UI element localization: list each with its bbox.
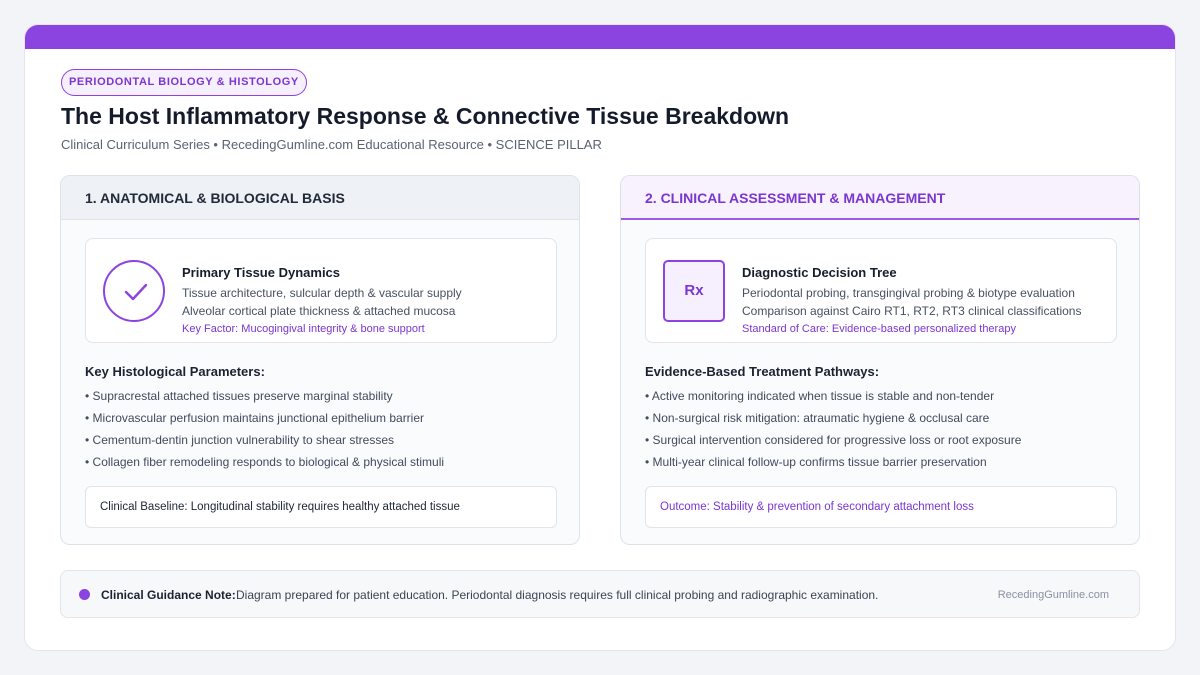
note-label: Clinical Guidance Note: [101,588,236,602]
card-line: Alveolar cortical plate thickness & atta… [182,304,456,318]
rx-icon: Rx [663,260,725,322]
panel-anatomical-basis: 1. ANATOMICAL & BIOLOGICAL BASIS Primary… [60,175,580,545]
panel-heading: 1. ANATOMICAL & BIOLOGICAL BASIS [61,176,579,220]
card-key-factor: Key Factor: Mucogingival integrity & bon… [182,323,425,335]
list-item: • Active monitoring indicated when tissu… [645,389,995,403]
outcome-box: Outcome: Stability & prevention of secon… [645,486,1117,528]
list-item: • Microvascular perfusion maintains junc… [85,411,425,425]
card-line: Tissue architecture, sulcular depth & va… [182,286,462,300]
panel-clinical-management: 2. CLINICAL ASSESSMENT & MANAGEMENT Rx D… [620,175,1140,545]
clinical-baseline-box: Clinical Baseline: Longitudinal stabilit… [85,486,557,528]
page-subtitle: Clinical Curriculum Series • RecedingGum… [61,137,602,152]
brand-link[interactable]: RecedingGumline.com [997,589,1109,601]
card-title: Primary Tissue Dynamics [182,265,341,280]
panel-heading: 2. CLINICAL ASSESSMENT & MANAGEMENT [621,176,1139,220]
page-title: The Host Inflammatory Response & Connect… [61,103,790,129]
note-text: Diagram prepared for patient education. … [236,588,879,602]
check-icon [103,260,165,322]
card-title: Diagnostic Decision Tree [742,265,897,280]
list-item: • Non-surgical risk mitigation: atraumat… [645,411,990,425]
guidance-note: Clinical Guidance Note: Diagram prepared… [60,570,1140,618]
parameter-list: • Supracrestal attached tissues preserve… [85,389,444,477]
list-item: • Multi-year clinical follow-up confirms… [645,455,987,469]
list-item: • Supracrestal attached tissues preserve… [85,389,393,403]
card-standard-of-care: Standard of Care: Evidence-based persona… [742,323,1016,335]
list-title: Evidence-Based Treatment Pathways: [645,364,880,379]
card-line: Comparison against Cairo RT1, RT2, RT3 c… [742,304,1082,318]
category-pill: PERIODONTAL BIOLOGY & HISTOLOGY [61,69,307,96]
decision-tree-card: Rx Diagnostic Decision Tree Periodontal … [645,238,1117,343]
treatment-list: • Active monitoring indicated when tissu… [645,389,1021,477]
bullet-dot-icon [79,589,90,600]
list-item: • Surgical intervention considered for p… [645,433,1022,447]
tissue-dynamics-card: Primary Tissue Dynamics Tissue architect… [85,238,557,343]
accent-top-bar [25,25,1175,49]
list-item: • Cementum-dentin junction vulnerability… [85,433,395,447]
list-title: Key Histological Parameters: [85,364,265,379]
list-item: • Collagen fiber remodeling responds to … [85,455,445,469]
card-line: Periodontal probing, transgingival probi… [742,286,1075,300]
